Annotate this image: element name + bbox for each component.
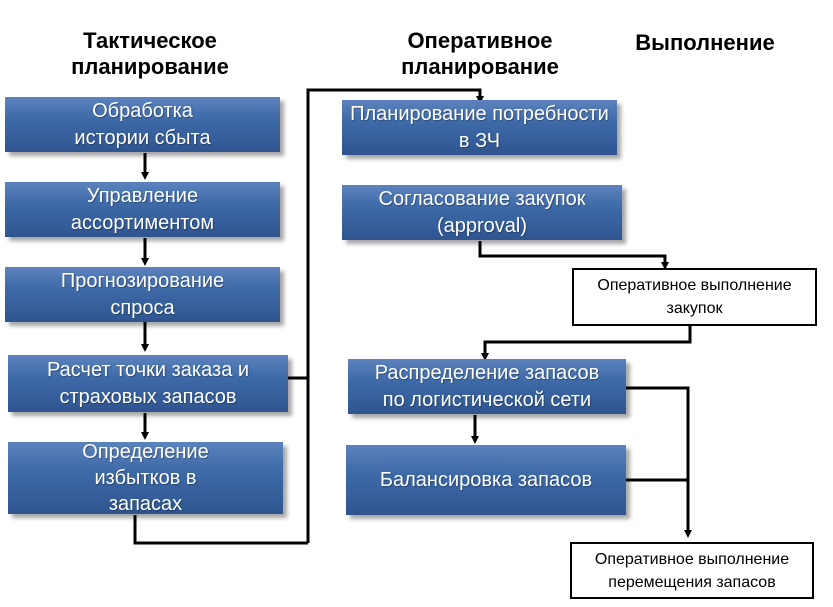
box-reorder-point-calculation: Расчет точки заказа и страховых запасов	[8, 355, 288, 412]
box-purchase-approval: Согласование закупок (approval)	[342, 185, 622, 240]
box-stock-distribution: Распределение запасов по логистической с…	[348, 359, 626, 414]
box-parts-demand-planning: Планирование потребности в ЗЧ	[342, 100, 617, 155]
box-exec-stock-transfer: Оперативное выполнение перемещения запас…	[570, 542, 814, 599]
header-tactical-planning: Тактическое планирование	[71, 28, 229, 79]
box-excess-stock-detection: Определение избытков в запасах	[8, 441, 283, 515]
line-distribution-to-exec-transfer	[626, 386, 692, 538]
box-assortment-management: Управление ассортиментом	[5, 182, 280, 237]
arrow-approval-to-exec-purchase	[478, 241, 669, 270]
header-operational-planning: Оперативное планирование	[401, 28, 559, 79]
header-execution: Выполнение	[635, 30, 775, 55]
box-stock-balancing: Балансировка запасов	[346, 445, 626, 515]
arrow-exec-purchase-to-distribution	[481, 326, 692, 361]
box-sales-history-processing: Обработка истории сбыта	[5, 97, 280, 152]
box-demand-forecasting: Прогнозирование спроса	[5, 267, 280, 322]
line-tactical-5-to-bus	[133, 515, 308, 545]
box-exec-purchase: Оперативное выполнение закупок	[572, 268, 817, 326]
